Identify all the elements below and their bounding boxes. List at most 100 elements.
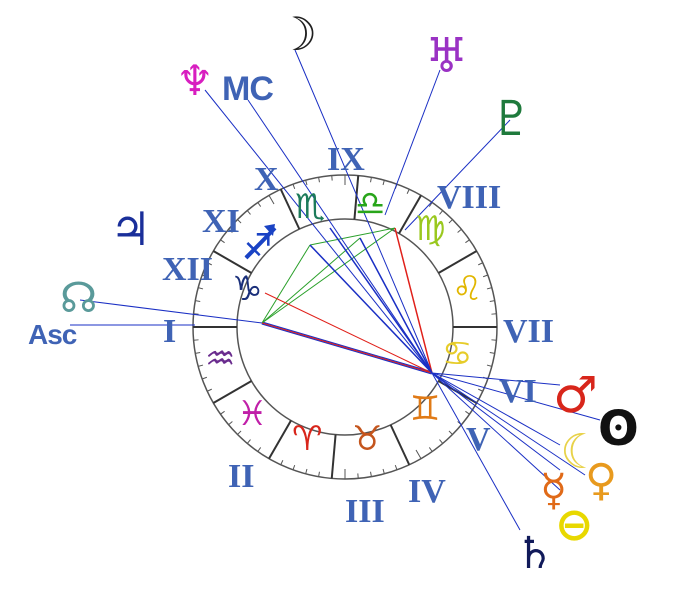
house-label: II bbox=[228, 458, 254, 495]
uranus-icon: ♅ bbox=[425, 28, 468, 84]
house-cusps bbox=[193, 175, 497, 479]
house-cusp-line bbox=[212, 250, 252, 274]
aspect-line bbox=[309, 227, 396, 246]
sagittarius-arrow bbox=[244, 226, 277, 260]
house-label: X bbox=[254, 161, 279, 198]
degree-tick bbox=[207, 388, 212, 392]
degree-tick bbox=[195, 352, 201, 354]
house-label: III bbox=[345, 493, 385, 530]
house-label: IV bbox=[408, 473, 446, 510]
degree-tick bbox=[292, 464, 296, 471]
house-label: I bbox=[163, 313, 176, 350]
degree-tick bbox=[318, 471, 320, 477]
degree-tick bbox=[382, 180, 385, 186]
aspect-line bbox=[261, 227, 396, 324]
moon-2-icon: ☾ bbox=[560, 424, 603, 480]
degree-tick bbox=[268, 195, 275, 205]
degree-tick bbox=[489, 300, 495, 302]
degree-tick bbox=[486, 364, 492, 367]
degree-tick bbox=[478, 388, 483, 392]
house-cusp-line bbox=[279, 188, 301, 230]
house-cusp-line bbox=[389, 424, 411, 466]
degree-tick bbox=[457, 228, 462, 233]
aspect-line bbox=[261, 244, 311, 324]
sign-aquarius: ♒ bbox=[205, 339, 235, 379]
sagittarius-arrow-head bbox=[264, 224, 275, 236]
degree-tick bbox=[198, 364, 204, 367]
degree-tick bbox=[394, 464, 398, 471]
sign-libra: ♎ bbox=[355, 184, 385, 224]
degree-tick bbox=[448, 219, 453, 224]
saturn-icon: ♄ bbox=[515, 528, 554, 579]
house-cusp-line bbox=[330, 434, 337, 479]
degree-tick bbox=[305, 468, 308, 474]
house-label: XII bbox=[162, 251, 213, 288]
degree-tick bbox=[465, 239, 470, 244]
house-numerals: I II III IV V VI VII VIII IX X XI XII bbox=[162, 141, 554, 530]
aspect-line bbox=[329, 227, 433, 374]
degree-tick bbox=[201, 376, 208, 380]
ascendant-label: Asc bbox=[28, 319, 77, 350]
sign-capricorn: ♑ bbox=[232, 269, 262, 309]
midheaven-label: MC bbox=[222, 70, 273, 108]
degree-tick bbox=[428, 202, 433, 207]
sign-pisces: ♓ bbox=[237, 394, 267, 434]
degree-tick bbox=[257, 202, 262, 207]
house-cusp-line bbox=[268, 420, 292, 460]
house-label: VIII bbox=[437, 179, 501, 216]
aspect-line bbox=[394, 227, 433, 374]
sign-scorpio: ♏ bbox=[295, 187, 325, 227]
degree-tick bbox=[198, 287, 204, 290]
mars-icon: ♂ bbox=[553, 366, 598, 424]
degree-tick bbox=[482, 274, 489, 278]
sign-cancer: ♋ bbox=[442, 334, 472, 374]
planets: ♆ ☽ ♅ ♇ ♃ ☊ ♂ ʘ ☾ ♀ ☿ ⊖ ♄ bbox=[60, 7, 639, 579]
sun-icon: ʘ bbox=[598, 401, 639, 457]
degree-tick bbox=[246, 210, 251, 215]
aspect-line bbox=[264, 292, 433, 374]
jupiter-icon: ♃ bbox=[110, 202, 151, 256]
degree-tick bbox=[415, 449, 422, 459]
house-cusp-line bbox=[398, 194, 422, 234]
house-label: XI bbox=[202, 203, 240, 240]
neptune-icon: ♆ bbox=[176, 56, 214, 105]
sign-virgo: ♍ bbox=[415, 209, 445, 249]
degree-tick bbox=[292, 183, 296, 190]
degree-tick bbox=[228, 421, 233, 426]
degree-tick bbox=[486, 287, 492, 290]
sign-taurus: ♉ bbox=[352, 419, 382, 459]
degree-tick bbox=[428, 447, 433, 452]
degree-tick bbox=[228, 228, 233, 233]
house-cusp-line bbox=[212, 380, 252, 404]
degree-tick bbox=[370, 471, 372, 477]
aspect-line bbox=[359, 237, 433, 374]
degree-tick bbox=[489, 352, 495, 354]
degree-tick bbox=[201, 274, 208, 278]
house-cusp-line bbox=[438, 250, 478, 274]
degree-tick bbox=[246, 439, 251, 444]
sign-gemini: ♊ bbox=[410, 389, 440, 429]
degree-tick bbox=[465, 410, 470, 415]
degree-tick bbox=[439, 439, 444, 444]
sign-leo: ♌ bbox=[452, 269, 482, 309]
degree-tick bbox=[195, 300, 201, 302]
degree-tick bbox=[257, 447, 262, 452]
degree-tick bbox=[318, 177, 320, 183]
aspect-line bbox=[309, 244, 433, 374]
aspect-line bbox=[261, 237, 361, 324]
degree-tick bbox=[448, 430, 453, 435]
degree-tick bbox=[237, 219, 242, 224]
planet-leader-lines bbox=[70, 49, 601, 531]
mercury-icon: ☿ bbox=[540, 465, 567, 516]
degree-tick bbox=[439, 210, 444, 215]
degree-tick bbox=[305, 180, 308, 186]
house-label: IX bbox=[327, 141, 365, 178]
degree-tick bbox=[220, 410, 225, 415]
degree-tick bbox=[382, 468, 385, 474]
vesta-icon: ⊖ bbox=[555, 497, 594, 551]
sign-aries: ♈ bbox=[292, 419, 322, 459]
pluto-icon: ♇ bbox=[490, 91, 533, 147]
degree-tick bbox=[406, 189, 410, 194]
zodiac-signs: ♑ ♒ ♓ ♈ ♉ ♊ ♋ ♌ ♍ ♎ ♏ ♐ bbox=[205, 184, 482, 459]
